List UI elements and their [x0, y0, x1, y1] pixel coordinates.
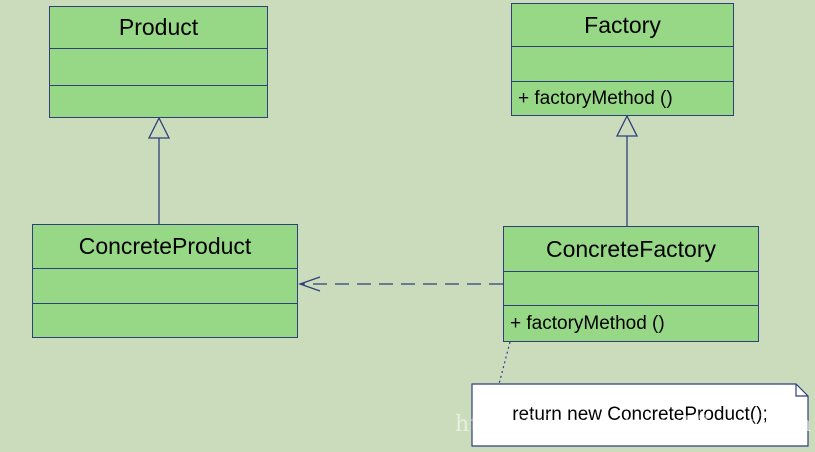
dependency-arrowhead [298, 276, 321, 292]
factory-class[interactable]: Factory + factoryMethod () [511, 3, 734, 116]
concrete-factory-attributes-compartment [504, 272, 758, 306]
product-attributes-compartment [50, 49, 267, 86]
concrete-product-attributes-compartment [33, 269, 297, 304]
factory-attributes-compartment [512, 47, 733, 82]
concrete-product-operations-compartment [33, 304, 297, 337]
note-shape [471, 383, 809, 447]
concrete-factory-operation: + factoryMethod () [510, 312, 665, 334]
concrete-product-class[interactable]: ConcreteProduct [32, 224, 298, 338]
note-anchor-line [498, 341, 511, 385]
code-note: return new ConcreteProduct(); [472, 384, 808, 446]
factory-generalization-arrowhead [615, 114, 639, 137]
concrete-factory-class-name: ConcreteFactory [504, 227, 758, 272]
factory-operation: + factoryMethod () [518, 87, 673, 109]
concrete-factory-operations-compartment: + factoryMethod () [504, 306, 758, 341]
concrete-factory-class[interactable]: ConcreteFactory + factoryMethod () [503, 226, 759, 342]
watermark: http://blog.csdn.net/LoveLion [455, 412, 813, 437]
code-note-text: return new ConcreteProduct(); [512, 404, 768, 425]
note-fold [795, 384, 808, 397]
factory-class-name: Factory [512, 4, 733, 47]
product-operations-compartment [50, 86, 267, 117]
concrete-product-class-name: ConcreteProduct [33, 225, 297, 269]
product-class[interactable]: Product [49, 6, 268, 118]
product-class-name: Product [50, 7, 267, 49]
factory-operations-compartment: + factoryMethod () [512, 82, 733, 115]
product-generalization-arrowhead [147, 116, 171, 139]
